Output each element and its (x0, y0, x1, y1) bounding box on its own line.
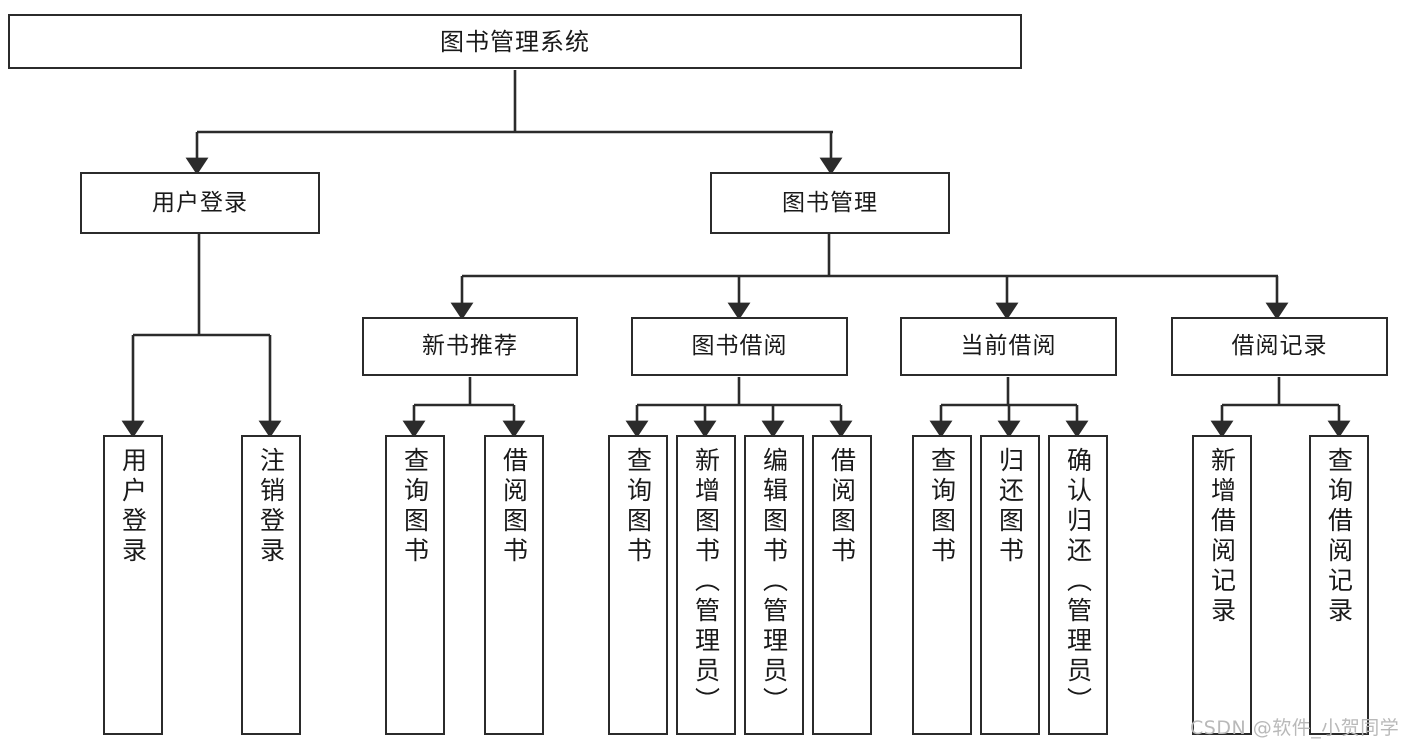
node-label: 查询图书 (927, 447, 957, 567)
node-label: 新增借阅记录 (1207, 447, 1237, 627)
leaf-return-book[interactable]: 归还图书 (980, 435, 1040, 735)
node-user-login[interactable]: 用户登录 (80, 172, 320, 234)
watermark-text: CSDN @软件_小贺同学 (1190, 717, 1400, 739)
node-label: 用户登录 (152, 189, 248, 216)
leaf-borrow-book[interactable]: 借阅图书 (812, 435, 872, 735)
leaf-add-book-admin[interactable]: 新增图书（管理员） (676, 435, 736, 735)
node-label: 归还图书 (995, 447, 1025, 567)
node-label: 查询借阅记录 (1324, 447, 1354, 627)
leaf-query-book-borrow[interactable]: 查询图书 (608, 435, 668, 735)
node-label: 用户登录 (118, 447, 148, 567)
node-label: 注销登录 (256, 447, 286, 567)
node-book-borrow[interactable]: 图书借阅 (631, 317, 848, 376)
leaf-query-borrow-record[interactable]: 查询借阅记录 (1309, 435, 1369, 735)
leaf-edit-book-admin[interactable]: 编辑图书（管理员） (744, 435, 804, 735)
node-label: 查询图书 (623, 447, 653, 567)
node-current-borrow[interactable]: 当前借阅 (900, 317, 1117, 376)
leaf-logout[interactable]: 注销登录 (241, 435, 301, 735)
node-label: 新增图书（管理员） (691, 447, 721, 717)
node-label: 图书借阅 (691, 333, 788, 359)
leaf-add-borrow-record[interactable]: 新增借阅记录 (1192, 435, 1252, 735)
node-label: 新书推荐 (422, 333, 518, 359)
node-root[interactable]: 图书管理系统 (8, 14, 1022, 69)
node-label: 当前借阅 (960, 333, 1057, 359)
node-label: 查询图书 (400, 447, 430, 567)
node-book-management[interactable]: 图书管理 (710, 172, 950, 234)
leaf-confirm-return-admin[interactable]: 确认归还（管理员） (1048, 435, 1108, 735)
leaf-query-book-current[interactable]: 查询图书 (912, 435, 972, 735)
node-label: 借阅图书 (499, 447, 529, 567)
node-label: 确认归还（管理员） (1063, 447, 1093, 717)
leaf-query-book-recommend[interactable]: 查询图书 (385, 435, 445, 735)
node-label: 编辑图书（管理员） (759, 447, 789, 717)
node-label: 借阅图书 (827, 447, 857, 567)
node-label: 图书管理系统 (440, 27, 590, 56)
leaf-borrow-book-recommend[interactable]: 借阅图书 (484, 435, 544, 735)
node-new-book-recommend[interactable]: 新书推荐 (362, 317, 578, 376)
node-borrow-record[interactable]: 借阅记录 (1171, 317, 1388, 376)
node-label: 图书管理 (782, 189, 878, 216)
leaf-user-login[interactable]: 用户登录 (103, 435, 163, 735)
node-label: 借阅记录 (1231, 333, 1328, 359)
